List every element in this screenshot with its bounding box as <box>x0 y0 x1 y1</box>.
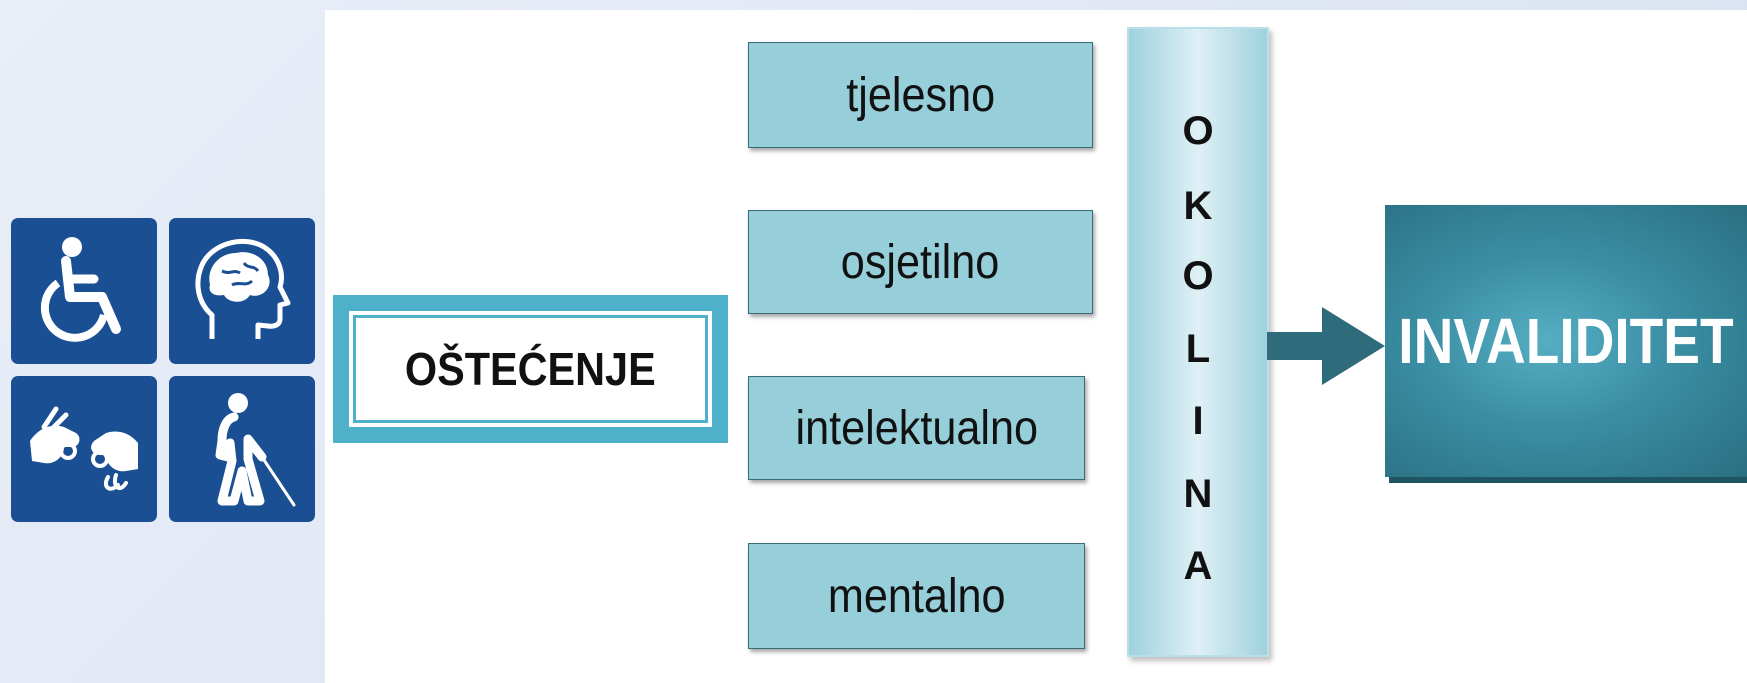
brain-head-icon <box>169 218 315 364</box>
blind-person-cane-icon <box>169 376 315 522</box>
category-box-mental: mentalno <box>748 543 1085 649</box>
impairment-box-inner: OŠTEĆENJE <box>347 309 714 429</box>
environment-letter: K <box>1183 184 1213 228</box>
category-box-physical: tjelesno <box>748 42 1093 148</box>
environment-letter: O <box>1182 109 1214 153</box>
sign-language-icon <box>11 376 157 522</box>
category-box-sensory: osjetilno <box>748 210 1093 314</box>
environment-letter: O <box>1182 254 1214 298</box>
environment-letter: I <box>1192 399 1204 443</box>
category-box-intellectual: intelektualno <box>748 376 1085 480</box>
category-label: intelektualno <box>795 401 1038 455</box>
category-label: mentalno <box>827 569 1006 623</box>
impairment-label: OŠTEĆENJE <box>405 343 656 395</box>
environment-letter: L <box>1185 327 1211 371</box>
category-label: tjelesno <box>846 68 995 122</box>
impairment-box: OŠTEĆENJE <box>333 295 728 443</box>
wheelchair-icon <box>11 218 157 364</box>
disability-box: INVALIDITET <box>1385 205 1747 477</box>
environment-letter: A <box>1183 544 1213 588</box>
category-label: osjetilno <box>841 235 1000 289</box>
environment-bar: O K O L I N A <box>1127 27 1269 657</box>
disability-label: INVALIDITET <box>1398 305 1734 377</box>
environment-letter: N <box>1183 472 1213 516</box>
impairment-box-frame: OŠTEĆENJE <box>353 315 708 423</box>
right-arrow-icon <box>1267 307 1385 385</box>
